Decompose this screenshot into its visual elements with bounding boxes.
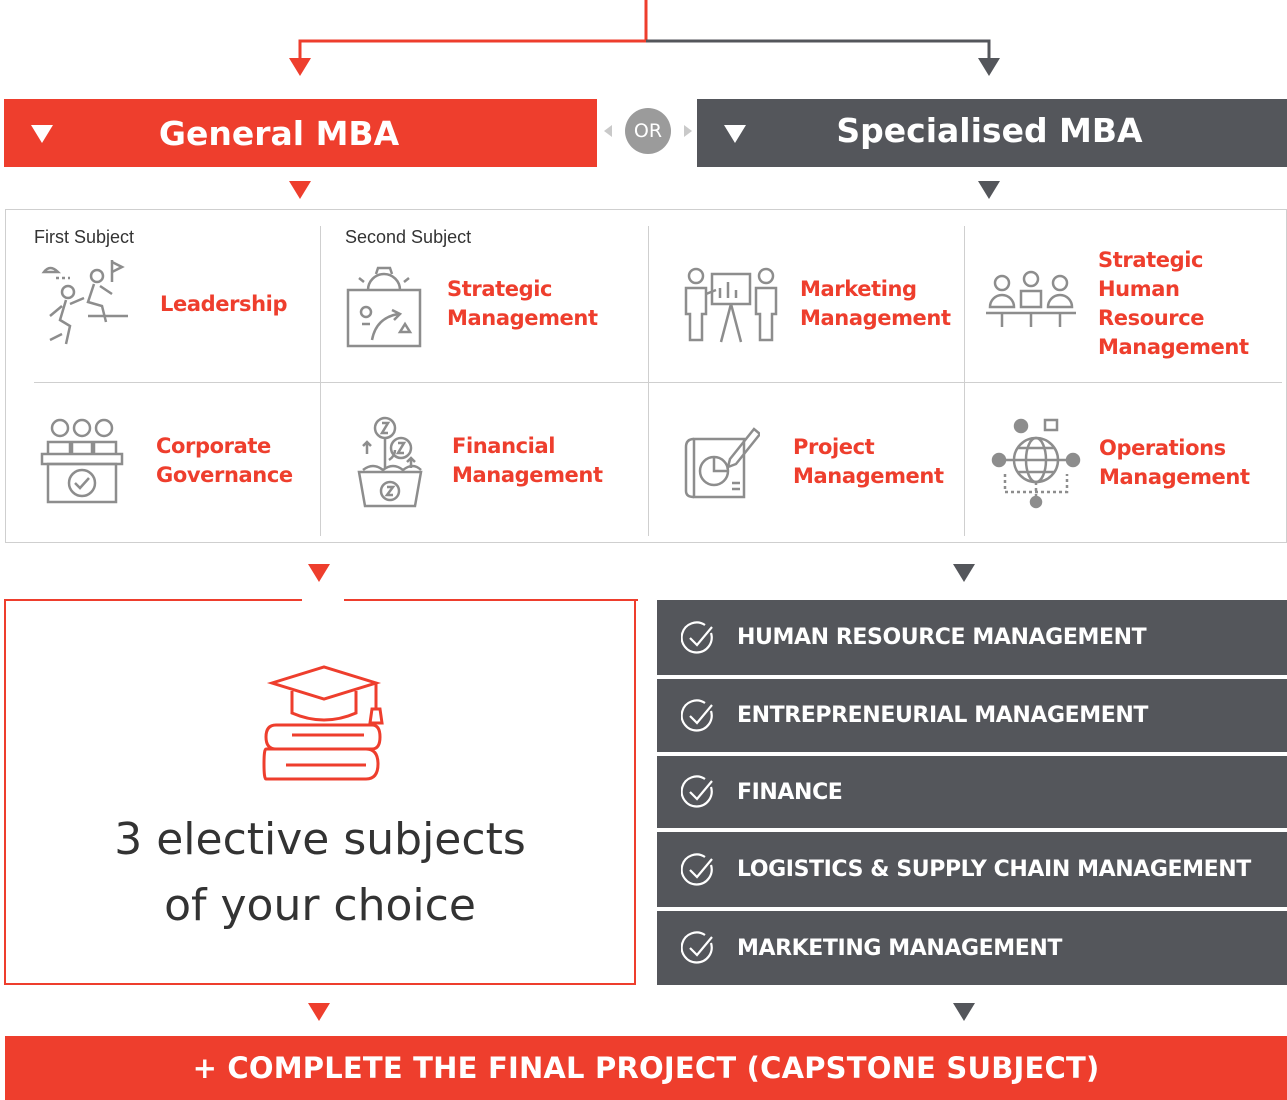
specialised-mba-title: Specialised MBA [836,111,1143,150]
arrow-down-icon [289,181,311,199]
specialisation-label: LOGISTICS & SUPPLY CHAIN MANAGEMENT [737,857,1251,882]
second-subject-label: Second Subject [345,227,472,247]
subject-strategic-hr-management: Strategic Human Resource Management [986,248,1286,359]
check-circle-icon [681,852,713,886]
subject-financial-management: Financial Management [355,413,645,509]
or-arrows-icon [604,108,692,154]
check-circle-icon [681,931,713,964]
arrow-down-icon [953,1003,975,1021]
top-connector [0,0,1287,80]
capstone-banner[interactable]: + COMPLETE THE FINAL PROJECT (CAPSTONE S… [5,1036,1287,1100]
subject-label: Marketing Management [800,277,951,330]
first-subject-label: First Subject [34,227,135,247]
check-circle-icon [681,775,713,808]
graduation-books-icon [262,665,384,781]
specialisation-label: ENTREPRENEURIAL MANAGEMENT [737,703,1149,728]
branch-lines [289,0,1000,76]
subject-marketing-management: Marketing Management [682,258,962,350]
subject-label: Operations Management [1099,436,1250,489]
electives-text: 3 elective subjects of your choice [6,807,634,939]
specialisation-item[interactable]: LOGISTICS & SUPPLY CHAIN MANAGEMENT [657,832,1287,907]
subject-label: Strategic Human Resource Management [1098,248,1249,359]
arrow-down-icon [953,564,975,582]
specialisation-label: FINANCE [737,779,843,805]
divider [648,226,649,536]
board-approval-icon [40,418,124,504]
arrow-down-icon [308,564,330,582]
presentation-icon [684,267,778,343]
panel-top-border-left [4,599,302,601]
specialisation-item[interactable]: ENTREPRENEURIAL MANAGEMENT [657,679,1287,752]
specialisation-item[interactable]: HUMAN RESOURCE MANAGEMENT [657,600,1287,675]
subject-label: Project Management [793,435,944,488]
divider [34,382,1282,383]
or-badge: OR [604,108,692,154]
core-subjects-panel: First Subject Second Subject Leadership … [5,209,1287,543]
arrow-down-icon [978,181,1000,199]
subject-project-management: Project Management [684,420,964,504]
specialised-mba-banner[interactable]: Specialised MBA [697,99,1287,167]
subject-label: Corporate Governance [156,434,293,487]
general-mba-banner[interactable]: General MBA [4,99,597,167]
subject-label: Financial Management [452,434,603,487]
specialisation-item[interactable]: FINANCE [657,756,1287,828]
general-mba-title: General MBA [158,113,400,153]
subject-strategic-management: Strategic Management [346,258,646,350]
electives-line-2: of your choice [164,880,476,931]
team-meeting-icon [986,270,1076,327]
global-network-icon [991,418,1081,509]
collapse-triangle-icon [724,125,746,143]
check-circle-icon [681,620,713,654]
specialisation-item[interactable]: MARKETING MANAGEMENT [657,911,1287,985]
subject-leadership: Leadership [36,258,316,350]
money-plant-icon [357,416,423,508]
panel-top-border-right [344,599,638,601]
specialisation-label: HUMAN RESOURCE MANAGEMENT [737,625,1147,650]
or-label: OR [633,120,663,142]
subject-operations-management: Operations Management [991,415,1286,511]
climbing-team-icon [41,260,128,345]
arrow-down-icon [308,1003,330,1021]
subject-label: Strategic Management [447,277,598,330]
strategy-board-icon [346,266,422,348]
collapse-triangle-icon [31,125,53,143]
electives-panel: 3 elective subjects of your choice [4,599,638,985]
subject-corporate-governance: Corporate Governance [40,415,320,507]
blueprint-pen-icon [684,427,760,499]
capstone-label: + COMPLETE THE FINAL PROJECT (CAPSTONE S… [192,1051,1100,1085]
divider [964,226,965,536]
check-circle-icon [681,698,713,732]
subject-label: Leadership [160,291,288,316]
divider [320,226,321,536]
electives-line-1: 3 elective subjects [114,814,526,865]
specialisation-label: MARKETING MANAGEMENT [737,935,1063,961]
